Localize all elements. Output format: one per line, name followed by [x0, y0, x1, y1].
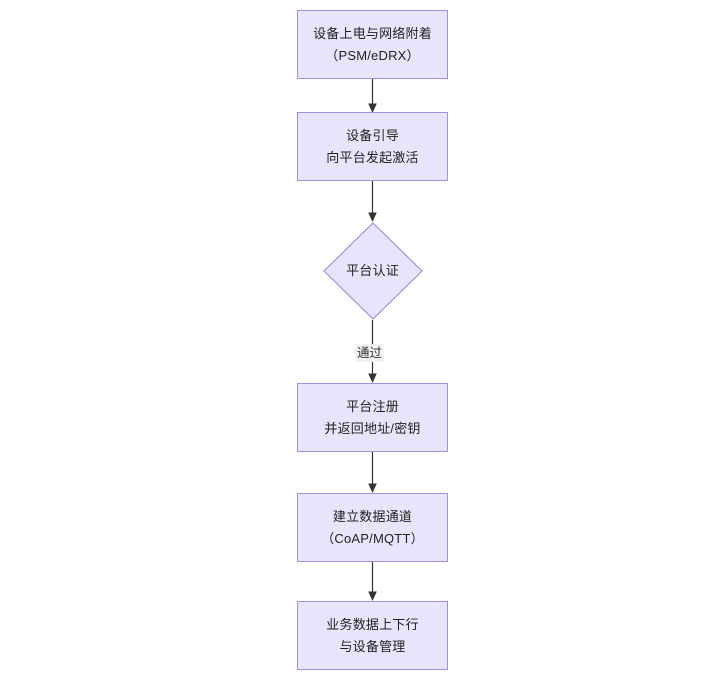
- node-label: 建立数据通道 （CoAP/MQTT）: [321, 508, 424, 546]
- node-label: 业务数据上下行 与设备管理: [326, 616, 419, 654]
- edge-n2-n3: [368, 181, 377, 222]
- node-device-bootstrap[interactable]: 设备引导 向平台发起激活: [297, 112, 448, 181]
- node-platform-registration[interactable]: 平台注册 并返回地址/密钥: [297, 383, 448, 452]
- node-platform-authentication[interactable]: 平台认证: [322, 222, 423, 320]
- node-establish-data-channel[interactable]: 建立数据通道 （CoAP/MQTT）: [297, 493, 448, 562]
- node-label: 设备引导 向平台发起激活: [326, 127, 419, 165]
- node-label: 平台注册 并返回地址/密钥: [324, 398, 421, 436]
- node-label: 设备上电与网络附着 （PSM/eDRX）: [313, 25, 432, 63]
- node-label: 平台认证: [346, 263, 399, 278]
- edge-n4-n5: [368, 452, 377, 493]
- edge-n1-n2: [368, 79, 377, 113]
- node-device-power-on[interactable]: 设备上电与网络附着 （PSM/eDRX）: [297, 10, 448, 79]
- node-business-data-and-device-management[interactable]: 业务数据上下行 与设备管理: [297, 601, 448, 670]
- edge-label-pass: 通过: [355, 344, 385, 362]
- diamond-shape: [322, 222, 423, 320]
- edge-n5-n6: [368, 562, 377, 601]
